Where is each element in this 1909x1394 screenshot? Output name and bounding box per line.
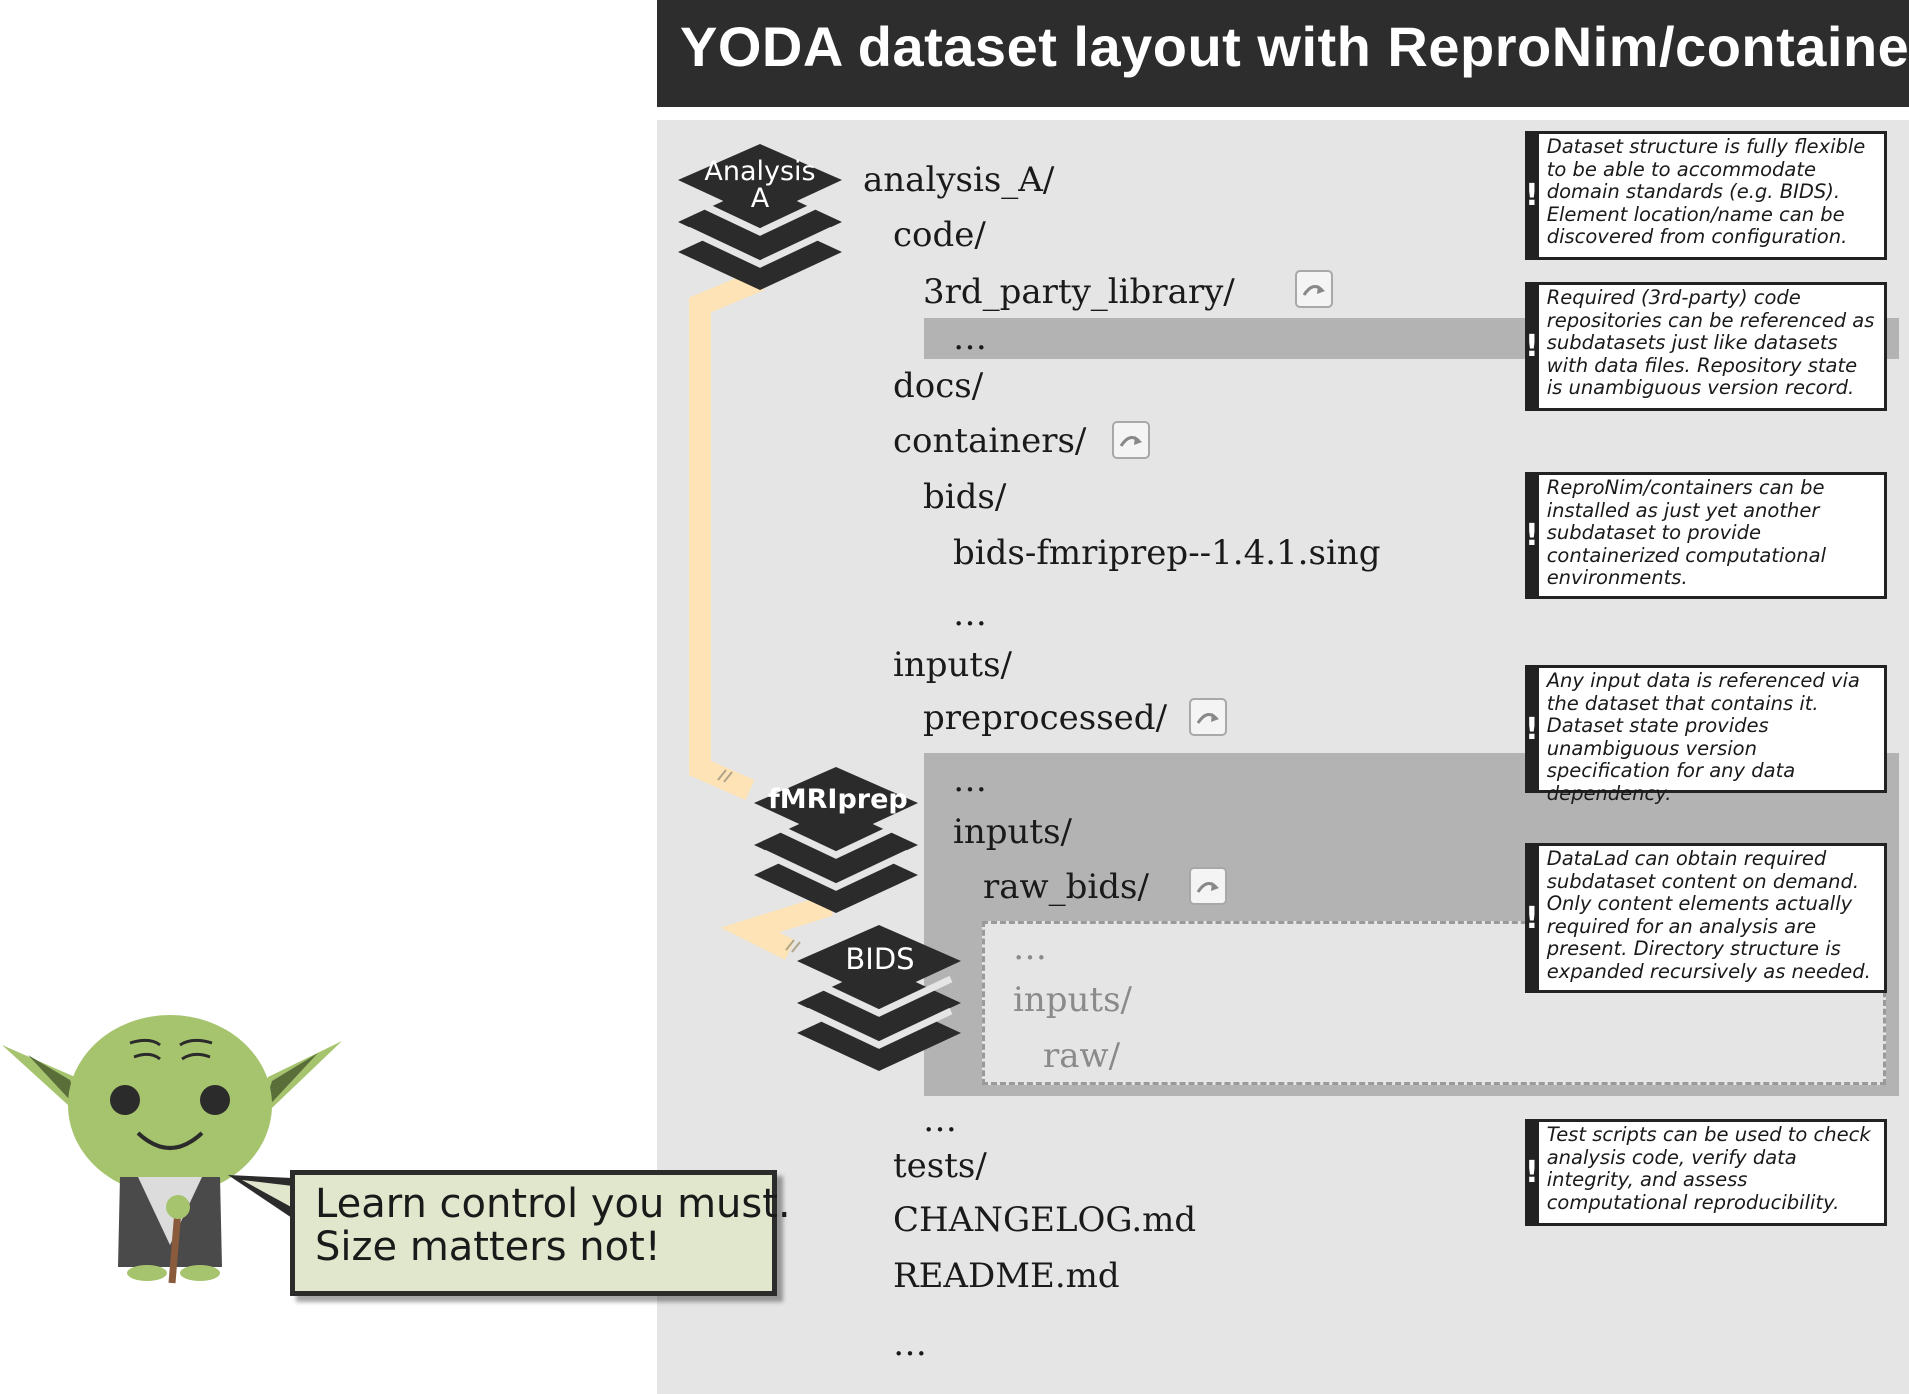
subdataset-link-icon[interactable] [1112,421,1150,459]
tree-tests: tests/ [893,1146,987,1186]
note-text: ReproNim/containers can be installed as … [1546,476,1827,589]
exclamation-icon: ! [1525,1122,1539,1223]
subdataset-link-icon[interactable] [1189,698,1227,736]
exclamation-icon: ! [1525,668,1539,790]
connector-analysis-fmriprep [689,269,765,801]
note-test-scripts: ! Test scripts can be used to check anal… [1525,1119,1887,1226]
head [68,1015,272,1195]
exclamation-icon: ! [1525,134,1539,257]
note-text: Required (3rd-party) code repositories c… [1546,286,1875,399]
fmriprep-stack-label: fMRIprep [768,784,908,815]
note-repronim-containers: ! ReproNim/containers can be installed a… [1525,472,1887,599]
tree-bids-fmriprep-sing: bids-fmriprep--1.4.1.sing [953,533,1381,573]
tree-inputs-nested: inputs/ [953,812,1072,852]
note-code-repositories: ! Required (3rd-party) code repositories… [1525,282,1887,411]
subdataset-raw-bids-box [982,921,1886,1085]
title-bar [657,0,1909,107]
speech-bubble-text: Learn control you must. Size matters not… [315,1183,791,1269]
tree-ellipsis: … [923,1100,957,1140]
analysis-label-line1: Analysis [704,156,816,187]
fmriprep-stack-icon [754,767,918,913]
tree-ellipsis: … [1013,928,1047,968]
note-text: DataLad can obtain required subdataset c… [1546,847,1871,983]
note-text: Any input data is referenced via the dat… [1546,669,1860,805]
subdataset-link-icon[interactable] [1295,270,1333,308]
mouth [136,1131,204,1150]
bids-stack-label: BIDS [845,942,915,976]
tree-preprocessed: preprocessed/ [923,698,1168,738]
analysis-stack-label: Analysis A [696,158,824,212]
tree-3rd-party-library: 3rd_party_library/ [923,272,1235,312]
tree-docs: docs/ [893,366,984,406]
note-flexible-structure: ! Dataset structure is fully flexible to… [1525,131,1887,260]
cane [168,1209,182,1284]
tree-inputs: inputs/ [893,645,1012,685]
right-ear [252,1041,342,1127]
connector-fmriprep-bids [720,894,834,960]
tree-ellipsis: … [953,760,987,800]
subdataset-link-icon[interactable] [1189,867,1227,905]
analysis-stack-icon [678,144,842,290]
tree-raw-bids: raw_bids/ [983,867,1149,907]
tree-code: code/ [893,215,986,255]
tree-changelog: CHANGELOG.md [893,1200,1197,1240]
yoda-mascot [2,1015,342,1284]
bubble-line-1: Learn control you must. [315,1181,791,1227]
note-text: Dataset structure is fully flexible to b… [1546,135,1866,248]
left-eye [110,1085,140,1115]
hand [166,1195,190,1219]
speech-bubble-tail [228,1175,293,1218]
tree-raw: raw/ [1043,1036,1121,1076]
note-datalad-on-demand: ! DataLad can obtain required subdataset… [1525,843,1887,993]
exclamation-icon: ! [1525,285,1539,408]
tree-bids: bids/ [923,477,1007,517]
tree-ellipsis: … [893,1324,927,1364]
note-input-data: ! Any input data is referenced via the d… [1525,665,1887,805]
note-text: Test scripts can be used to check analys… [1546,1123,1871,1214]
diagram-title: YODA dataset layout with ReproNim/contai… [680,15,1909,78]
tree-ellipsis: … [953,594,987,634]
tree-ellipsis: … [953,318,987,358]
bubble-line-2: Size matters not! [315,1224,661,1270]
analysis-label-line2: A [750,183,770,214]
exclamation-icon: ! [1525,475,1539,596]
right-eye [200,1085,230,1115]
connector-break-marks [717,769,801,953]
exclamation-icon: ! [1525,846,1539,990]
speech-bubble [290,1170,777,1296]
tree-containers: containers/ [893,421,1087,461]
tree-inputs-raw-parent: inputs/ [1013,980,1132,1020]
tree-readme: README.md [893,1256,1120,1296]
bids-stack-icon [797,925,961,1071]
tree-analysis-a: analysis_A/ [863,160,1055,200]
